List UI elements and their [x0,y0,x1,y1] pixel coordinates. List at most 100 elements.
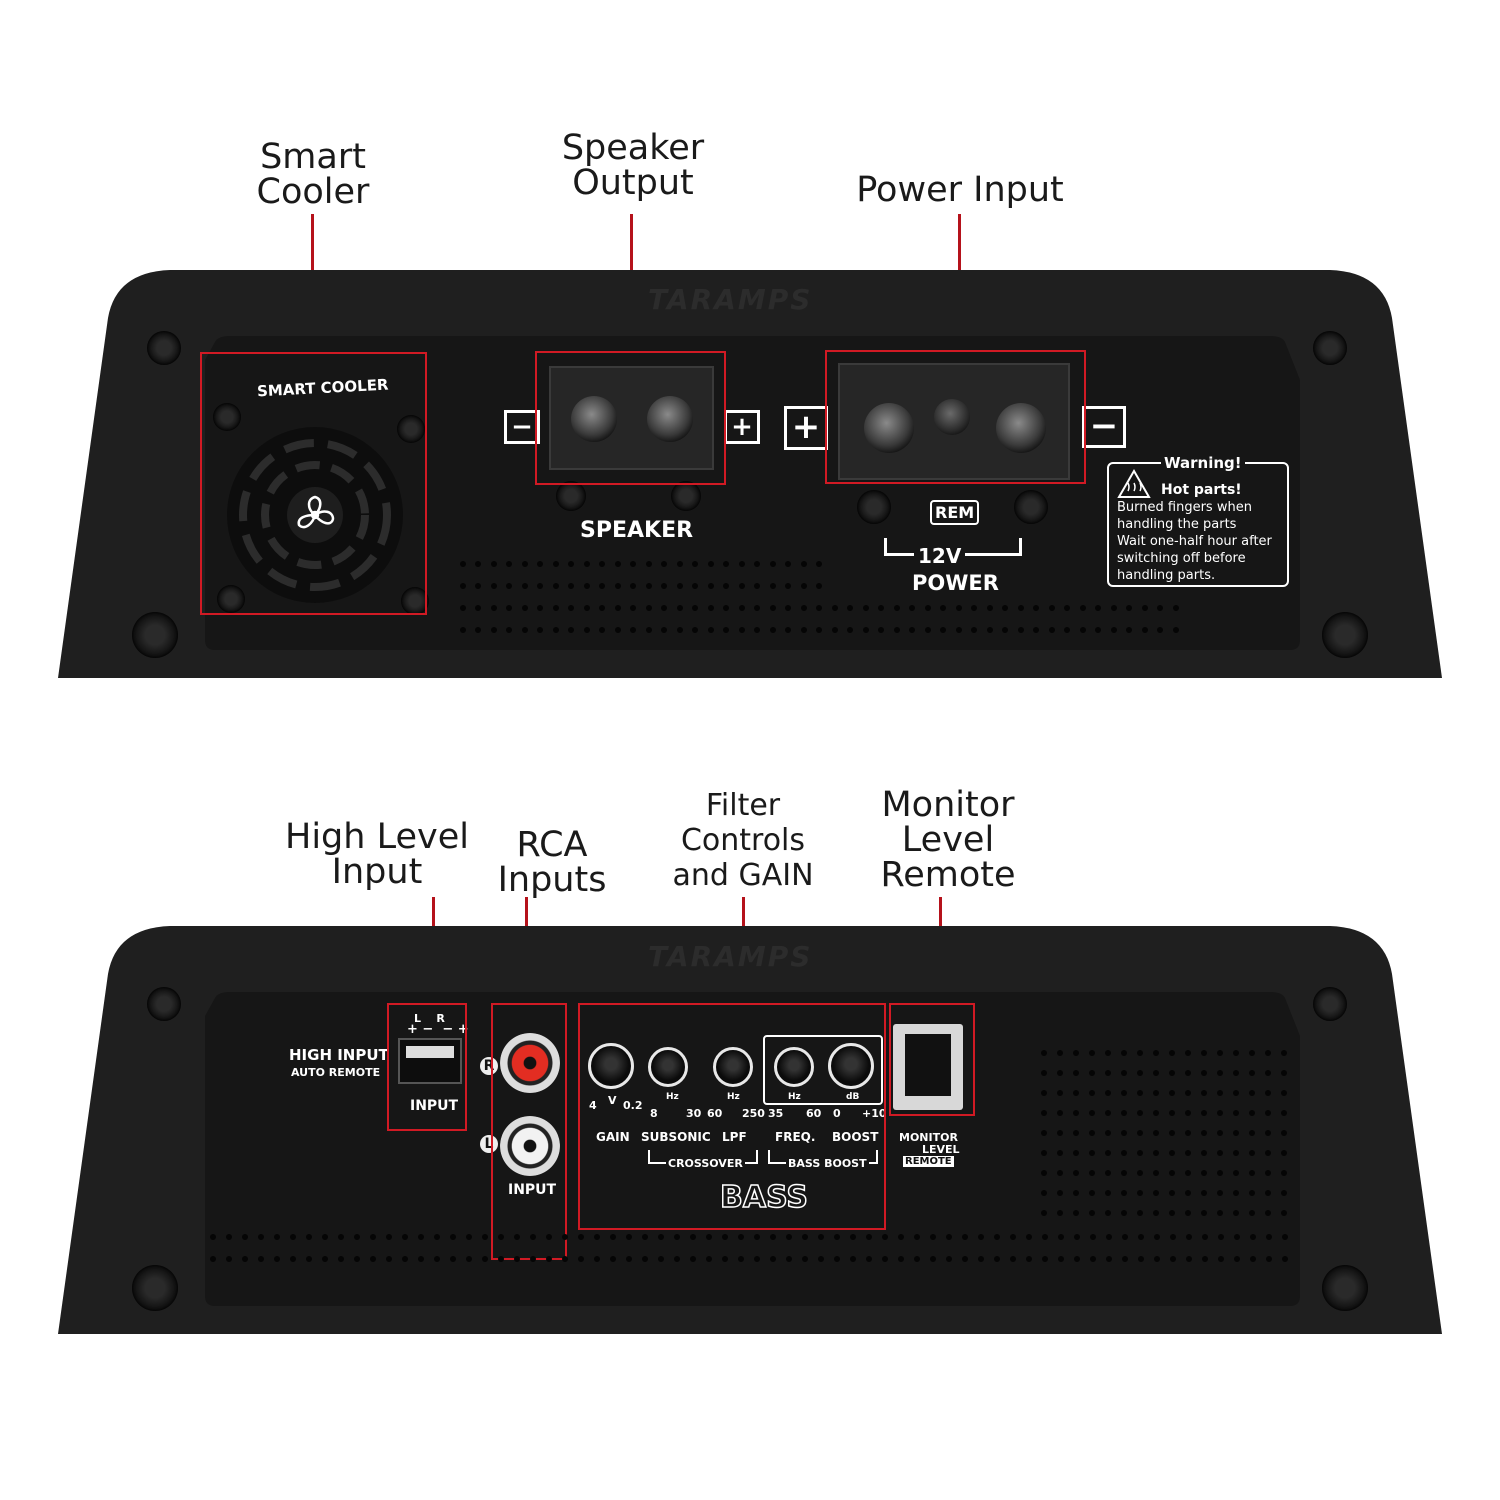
warning-heading: Hot parts! [1161,482,1242,498]
vent-hole [599,605,606,611]
vent-hole [1185,1170,1191,1176]
vent-hole [1169,1090,1175,1096]
vent-hole [242,1256,248,1262]
vent-hole [1137,1150,1143,1156]
callout-line: and GAIN [672,858,814,893]
boost-knob[interactable] [828,1043,874,1089]
vent-hole [818,1234,824,1240]
vent-hole [1010,1256,1016,1262]
highlight-high-level-input [387,1003,467,1131]
vent-hole [1282,1234,1288,1240]
vent-hole [1217,1150,1223,1156]
fan-screw [397,415,425,443]
vent-hole [418,1234,424,1240]
vent-hole [1249,1130,1255,1136]
rca-input-label: INPUT [508,1182,557,1198]
vent-hole [1041,1210,1047,1216]
vent-hole [599,561,606,567]
vent-hole [1266,1234,1272,1240]
callout-line: Level [901,820,995,860]
vent-hole [914,1234,920,1240]
vent-hole [946,1256,952,1262]
vent-hole [434,1234,440,1240]
vent-hole [930,1256,936,1262]
vent-hole [1234,1234,1240,1240]
rca-jack-left[interactable] [500,1116,560,1176]
vent-hole [722,1256,728,1262]
vent-hole [1058,1234,1064,1240]
vent-hole [1234,1256,1240,1262]
vent-hole [498,1256,504,1262]
vent-hole [1041,1090,1047,1096]
vent-hole [800,583,807,589]
freq-knob[interactable] [774,1047,814,1087]
callout-line: Cooler [256,172,370,212]
vent-hole [862,627,869,633]
vent-hole [1105,1210,1111,1216]
vent-hole [530,1234,536,1240]
lpf-knob[interactable] [713,1047,753,1087]
vent-hole [940,627,947,633]
vent-hole [1105,1070,1111,1076]
vent-hole [402,1234,408,1240]
vent-hole [1041,1150,1047,1156]
vent-hole [1185,1210,1191,1216]
vent-hole [1202,1234,1208,1240]
vent-hole [1089,1150,1095,1156]
vent-hole [1105,1190,1111,1196]
vent-hole [521,627,528,633]
vent-hole [690,1256,696,1262]
vent-hole [1170,1256,1176,1262]
vent-hole [1185,1090,1191,1096]
vent-hole [1201,1210,1207,1216]
vent-hole [1169,1070,1175,1076]
bass-boost-bracket-box [763,1035,883,1105]
vent-hole [1141,627,1148,633]
vent-hole [706,1234,712,1240]
vent-hole [1233,1090,1239,1096]
vent-hole [258,1234,264,1240]
monitor-level-remote-port[interactable] [893,1024,963,1110]
vent-hole [1033,627,1040,633]
gain-knob[interactable] [588,1043,634,1089]
vent-hole [1042,1256,1048,1262]
vent-hole [1169,1150,1175,1156]
vent-hole [1057,1130,1063,1136]
high-input-connector[interactable] [398,1038,462,1084]
vent-hole [1089,1170,1095,1176]
vent-hole [546,1256,552,1262]
smart-cooler-fan: SMART COOLER [205,355,429,615]
vent-hole [1106,1234,1112,1240]
vent-hole [1201,1150,1207,1156]
vent-hole [645,627,652,633]
vent-hole [1057,1050,1063,1056]
vent-hole [434,1256,440,1262]
vent-hole [1041,1110,1047,1116]
vent-hole [1010,1234,1016,1240]
vent-hole [1073,1090,1079,1096]
vent-hole [1095,627,1102,633]
vent-hole [1217,1130,1223,1136]
vent-hole [370,1234,376,1240]
vent-hole [514,1256,520,1262]
vent-hole [537,605,544,611]
warning-line: handling the parts [1117,517,1237,532]
vent-hole [1153,1130,1159,1136]
vent-hole [1095,605,1102,611]
vent-hole [1090,1234,1096,1240]
vent-hole [831,627,838,633]
callout-speaker-output: Speaker Output [533,131,733,201]
vent-hole [816,627,823,633]
freq-label: FREQ. [775,1130,816,1144]
vent-hole [834,1256,840,1262]
vent-hole [1265,1090,1271,1096]
vent-hole [1233,1110,1239,1116]
vent-hole [955,627,962,633]
vent-hole [1185,1190,1191,1196]
vent-hole [661,583,668,589]
rca-jack-right[interactable] [500,1033,560,1093]
vent-hole [1105,1150,1111,1156]
callout-line: Input [331,852,423,892]
vent-hole [1201,1190,1207,1196]
subsonic-knob[interactable] [648,1047,688,1087]
